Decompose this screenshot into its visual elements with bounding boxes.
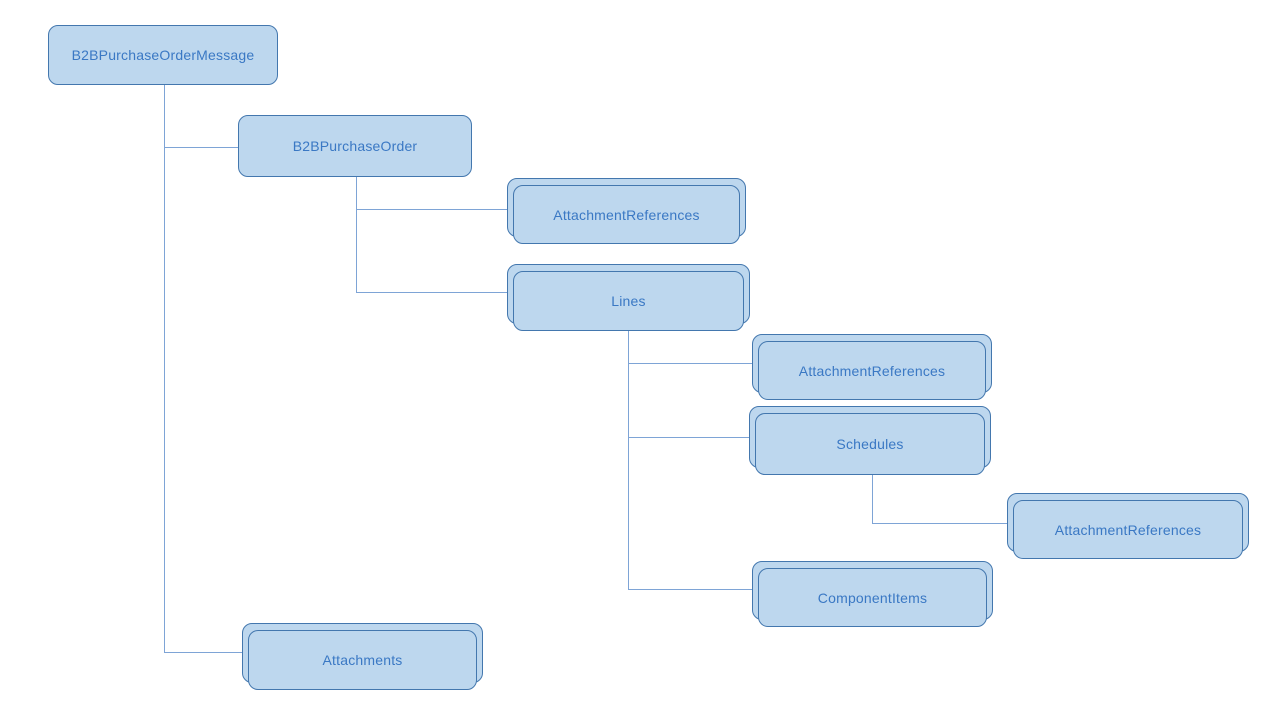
node-attachments: Attachments <box>242 623 483 690</box>
node-shape: Schedules <box>755 413 985 475</box>
connector-b2bpurchaseorder-to-lines <box>356 292 507 293</box>
connector-root-to-b2bpurchaseorder <box>164 147 238 148</box>
node-componentitems: ComponentItems <box>752 561 993 627</box>
node-label: AttachmentReferences <box>798 362 946 379</box>
node-label: B2BPurchaseOrder <box>292 138 418 154</box>
node-schedules: Schedules <box>749 406 991 475</box>
connector-schedules-to-attachmentreferences <box>872 523 1007 524</box>
connector-lines-to-attachmentreferences <box>628 363 752 364</box>
connector-lines-to-schedules <box>628 437 749 438</box>
node-shape: AttachmentReferences <box>1013 500 1243 559</box>
node-label: B2BPurchaseOrderMessage <box>71 47 255 63</box>
node-shape: AttachmentReferences <box>758 341 986 400</box>
connector-lines-to-componentitems <box>628 589 752 590</box>
node-label: ComponentItems <box>817 589 928 606</box>
node-shape: B2BPurchaseOrder <box>238 115 472 177</box>
connector-root-to-attachments <box>164 652 242 653</box>
node-label: Attachments <box>322 652 403 668</box>
node-shape: Lines <box>513 271 744 331</box>
node-shape: ComponentItems <box>758 568 987 627</box>
node-attachmentreferences-2: AttachmentReferences <box>752 334 992 400</box>
node-shape: AttachmentReferences <box>513 185 740 244</box>
connector-b2bpurchaseorder-trunk <box>356 177 357 292</box>
connector-lines-trunk <box>628 331 629 589</box>
connector-schedules-trunk <box>872 475 873 523</box>
node-label: AttachmentReferences <box>1054 521 1202 538</box>
node-label: AttachmentReferences <box>553 206 700 223</box>
node-b2bpurchaseordermessage: B2BPurchaseOrderMessage <box>48 25 278 85</box>
connector-root-trunk <box>164 85 165 652</box>
node-label: Lines <box>611 293 646 309</box>
node-attachmentreferences-3: AttachmentReferences <box>1007 493 1249 559</box>
connector-b2bpurchaseorder-to-attachmentreferences <box>356 209 507 210</box>
node-shape: Attachments <box>248 630 477 690</box>
node-label: Schedules <box>836 436 904 452</box>
node-attachmentreferences-1: AttachmentReferences <box>507 178 746 244</box>
node-shape: B2BPurchaseOrderMessage <box>48 25 278 85</box>
node-b2bpurchaseorder: B2BPurchaseOrder <box>238 115 472 177</box>
node-lines: Lines <box>507 264 750 331</box>
